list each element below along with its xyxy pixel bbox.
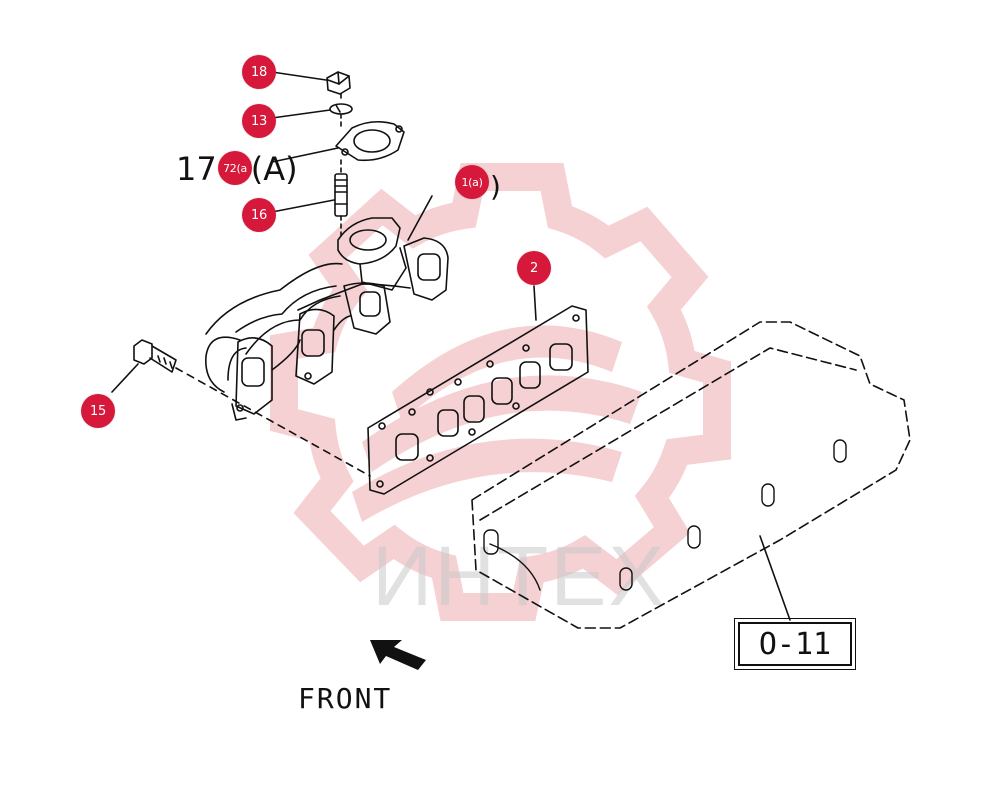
callout-16-label: 16 <box>251 207 267 223</box>
callout-2-label: 2 <box>530 260 538 276</box>
cylinder-head-part <box>471 321 911 629</box>
callout-2[interactable]: 2 <box>517 251 551 285</box>
nut-part <box>326 71 351 95</box>
callout-15-label: 15 <box>90 403 106 419</box>
exhaust-manifold-part <box>205 217 449 421</box>
ref-label-172a: 17 (A) <box>176 150 298 188</box>
ref-label-172a-prefix: 17 <box>176 150 217 188</box>
watermark-text: ИНТЕХ <box>372 529 667 623</box>
callout-18[interactable]: 18 <box>242 55 276 89</box>
cross-reference-box[interactable]: O-11 <box>734 618 856 670</box>
callout-1a-label: 1(a) <box>461 175 483 189</box>
flange-gasket-part <box>335 120 405 162</box>
callout-72a[interactable]: 72(a <box>218 151 252 185</box>
lock-washer-part <box>329 103 353 115</box>
callout-15[interactable]: 15 <box>81 394 115 428</box>
cylinder-head-ports <box>483 439 847 591</box>
stud-part <box>334 173 348 217</box>
front-label: FRONT <box>298 682 393 715</box>
callout-18-label: 18 <box>251 64 267 80</box>
bolt-part <box>133 339 177 373</box>
arrow-down-left-icon <box>370 640 426 670</box>
callout-16[interactable]: 16 <box>242 198 276 232</box>
callout-13-label: 13 <box>251 113 267 129</box>
callout-72a-label: 72(a <box>223 161 247 175</box>
ref-label-172a-suffix: (A) <box>250 150 298 188</box>
ref-label-1a: ) <box>490 170 501 203</box>
callout-13[interactable]: 13 <box>242 104 276 138</box>
manifold-gasket-part <box>367 305 589 495</box>
callout-1a[interactable]: 1(a) <box>455 165 489 199</box>
